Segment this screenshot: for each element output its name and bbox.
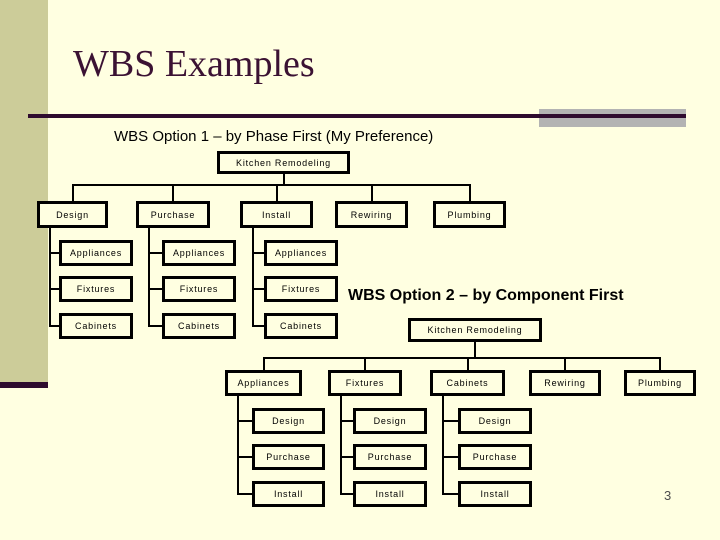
connector-line: [237, 396, 239, 495]
wbs-option1-node-design-fixtures: Fixtures: [59, 276, 133, 302]
accent-rule-endcap: [539, 109, 686, 127]
connector-line: [252, 252, 264, 254]
connector-line: [340, 420, 353, 422]
wbs-option2-node-plumbing: Plumbing: [624, 370, 696, 396]
wbs-option1-node-design-cabinets: Cabinets: [59, 313, 133, 339]
wbs-option2-node-appliances: Appliances: [225, 370, 302, 396]
connector-line: [252, 228, 254, 327]
connector-line: [237, 493, 252, 495]
sidebar-decoration: [0, 0, 48, 382]
connector-line: [275, 184, 278, 201]
wbs-option1-node-install-fixtures: Fixtures: [264, 276, 338, 302]
option2-heading: WBS Option 2 – by Component First: [348, 287, 624, 304]
wbs-option1-node-purchase-cabinets: Cabinets: [162, 313, 236, 339]
option1-heading: WBS Option 1 – by Phase First (My Prefer…: [114, 128, 434, 145]
connector-line: [49, 288, 59, 290]
wbs-option2-node-rewiring: Rewiring: [529, 370, 601, 396]
wbs-option1-node-purchase: Purchase: [136, 201, 210, 228]
wbs-option2-node-fixtures: Fixtures: [328, 370, 402, 396]
wbs-option1-node-install: Install: [240, 201, 313, 228]
connector-line: [442, 420, 458, 422]
connector-line: [262, 357, 661, 359]
connector-line: [262, 357, 265, 370]
wbs-option2-node-appliances-purchase: Purchase: [252, 444, 325, 470]
connector-line: [442, 456, 458, 458]
connector-line: [71, 184, 74, 201]
wbs-option2-node-fixtures-install: Install: [353, 481, 427, 507]
wbs-option2-node-cabinets-install: Install: [458, 481, 532, 507]
wbs-option1-node-design-appliances: Appliances: [59, 240, 133, 266]
wbs-option1-node-install-cabinets: Cabinets: [264, 313, 338, 339]
connector-line: [442, 396, 444, 495]
connector-line: [252, 288, 264, 290]
connector-line: [237, 456, 252, 458]
wbs-option2-node-kitchen-remodeling: Kitchen Remodeling: [408, 318, 542, 342]
connector-line: [466, 357, 469, 370]
wbs-option1-node-plumbing: Plumbing: [433, 201, 506, 228]
connector-line: [370, 184, 373, 201]
connector-line: [148, 228, 150, 327]
connector-line: [237, 420, 252, 422]
connector-line: [659, 357, 661, 370]
wbs-option2-node-fixtures-design: Design: [353, 408, 427, 434]
wbs-option1-node-kitchen-remodeling: Kitchen Remodeling: [217, 151, 350, 174]
wbs-option2-node-fixtures-purchase: Purchase: [353, 444, 427, 470]
connector-line: [474, 342, 476, 357]
connector-line: [148, 325, 162, 327]
connector-line: [49, 325, 59, 327]
wbs-option2-node-cabinets: Cabinets: [430, 370, 505, 396]
connector-line: [364, 357, 366, 370]
connector-line: [71, 184, 471, 186]
wbs-option1-node-purchase-fixtures: Fixtures: [162, 276, 236, 302]
accent-rule: [28, 114, 686, 118]
connector-line: [49, 252, 59, 254]
connector-line: [468, 184, 471, 201]
slide-title: WBS Examples: [73, 43, 315, 85]
wbs-option2-node-cabinets-purchase: Purchase: [458, 444, 532, 470]
connector-line: [340, 396, 342, 495]
wbs-option2-node-appliances-design: Design: [252, 408, 325, 434]
connector-line: [172, 184, 174, 201]
sidebar-accent-bar: [0, 382, 48, 388]
connector-line: [564, 357, 566, 370]
wbs-option1-node-purchase-appliances: Appliances: [162, 240, 236, 266]
wbs-option1-node-install-appliances: Appliances: [264, 240, 338, 266]
page-number: 3: [664, 488, 672, 503]
connector-line: [49, 228, 51, 327]
wbs-option2-node-appliances-install: Install: [252, 481, 325, 507]
connector-line: [442, 493, 458, 495]
wbs-option1-node-design: Design: [37, 201, 108, 228]
wbs-option2-node-cabinets-design: Design: [458, 408, 532, 434]
connector-line: [340, 456, 353, 458]
connector-line: [282, 174, 285, 184]
wbs-option1-node-rewiring: Rewiring: [335, 201, 408, 228]
connector-line: [340, 493, 353, 495]
connector-line: [252, 325, 264, 327]
connector-line: [148, 288, 162, 290]
connector-line: [148, 252, 162, 254]
